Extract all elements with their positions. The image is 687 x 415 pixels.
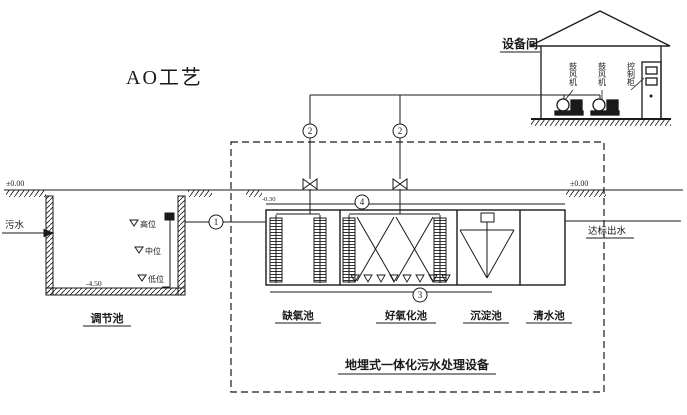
low-level-marker: [137, 274, 147, 282]
marker-2a: 2: [308, 126, 313, 136]
equipment-room: [529, 10, 671, 126]
tank-labels: 缺氧池 好氧化池 沉淀池 清水池: [275, 309, 572, 324]
low-level-label: 低位: [148, 274, 164, 284]
anoxic-tank-label: 缺氧池: [281, 309, 314, 322]
roof: [529, 10, 671, 47]
elevation-ground-left: ±0.00: [6, 179, 24, 188]
sedimentation-tank-label: 沉淀池: [470, 309, 502, 322]
treatment-tank: [185, 203, 681, 293]
mid-level-label: 中位: [145, 246, 161, 256]
influent-label: 污水: [5, 219, 25, 231]
blower-1-label: 鼓风机: [569, 61, 578, 87]
marker-2b-circle: [392, 123, 408, 139]
system-label: 地埋式一体化污水处理设备: [345, 357, 490, 372]
marker-2a-circle: [302, 123, 318, 139]
elevation-ground-right: ±0.00: [570, 179, 588, 188]
influent-arrow: [43, 228, 55, 238]
equipment-room-label: 设备间: [502, 36, 538, 51]
anoxic-media: [269, 215, 327, 283]
ground-line: [4, 189, 683, 197]
blower-units: [554, 98, 620, 116]
marker-3: 3: [418, 290, 423, 300]
marker-4-circle: [354, 194, 370, 210]
clarifier: [459, 212, 515, 279]
blower-2-label: 鼓风机: [598, 61, 607, 87]
aerobic-tank-label: 好氧化池: [384, 309, 427, 322]
buried-unit-boundary: [230, 141, 605, 393]
pump: [164, 212, 175, 221]
control-cabinet: [641, 61, 662, 120]
high-level-marker: [129, 219, 139, 227]
high-level-label: 高位: [140, 219, 156, 229]
tank-body: [265, 209, 566, 286]
aeration-diffusers: [350, 274, 451, 283]
aerobic-media: [342, 215, 447, 283]
effluent-label: 达标出水: [588, 225, 627, 237]
mid-level-marker: [134, 246, 144, 254]
air-piping: [276, 94, 601, 215]
marker-1-circle: [208, 214, 224, 230]
elevation-regulating-bottom: -4.50: [86, 279, 102, 288]
marker-1: 1: [214, 217, 219, 227]
line-markers: 1 2 2 3 4: [208, 123, 428, 303]
regulating-tank: [2, 195, 186, 296]
marker-2b: 2: [398, 126, 403, 136]
elevation-tank-top: -0.30: [262, 196, 276, 203]
control-cabinet-label: 控制柜: [627, 61, 636, 87]
valve-left: [302, 178, 311, 190]
valve-right: [392, 178, 401, 190]
regulating-tank-label: 调节池: [91, 311, 124, 325]
diagram-title: AO工艺: [126, 66, 203, 89]
marker-4: 4: [360, 197, 365, 207]
marker-3-circle: [412, 287, 428, 303]
clean-water-tank-label: 清水池: [533, 309, 565, 322]
